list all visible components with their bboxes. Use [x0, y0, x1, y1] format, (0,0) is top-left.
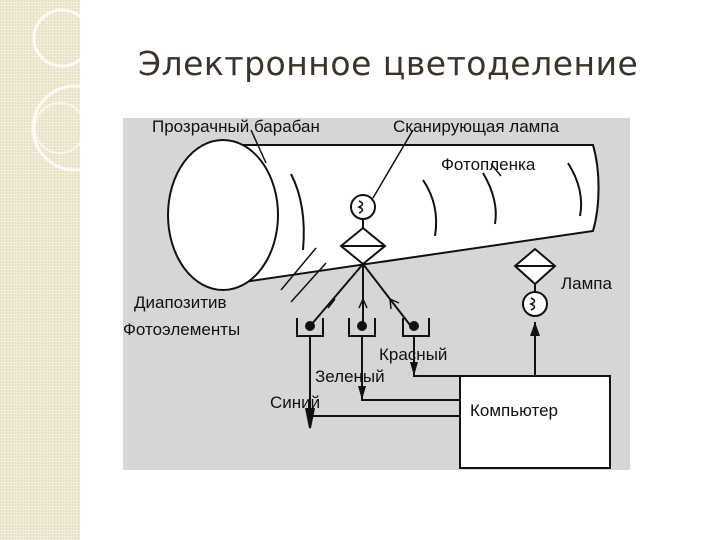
slide-title: Электронное цветоделение [138, 44, 639, 83]
exposure-lamp [513, 247, 557, 317]
decorative-side-strip [0, 0, 80, 540]
label-lamp: Лампа [561, 274, 612, 293]
decorative-rings-icon [31, 8, 80, 172]
scanning-lamp [339, 194, 387, 266]
label-film: Фотопленка [441, 155, 536, 174]
leader-lines [250, 129, 502, 303]
light-rays [310, 263, 411, 326]
label-red: Красный [379, 345, 448, 364]
color-separation-diagram: Прозрачный барабан Сканирующая лампа Фот… [123, 118, 630, 470]
diagram-drawing [167, 129, 611, 469]
label-photocells: Фотоэлементы [123, 320, 241, 339]
computer-box [459, 375, 611, 469]
label-blue: Синий [270, 393, 321, 412]
label-drum: Прозрачный барабан [152, 117, 320, 136]
label-scan-lamp: Сканирующая лампа [393, 117, 560, 136]
label-green: Зеленый [315, 367, 385, 386]
lamp-control-line [530, 322, 540, 376]
signal-wires [305, 336, 460, 429]
label-slide: Диапозитив [134, 293, 227, 312]
transparent-drum [167, 139, 600, 291]
label-computer: Компьютер [470, 401, 558, 420]
